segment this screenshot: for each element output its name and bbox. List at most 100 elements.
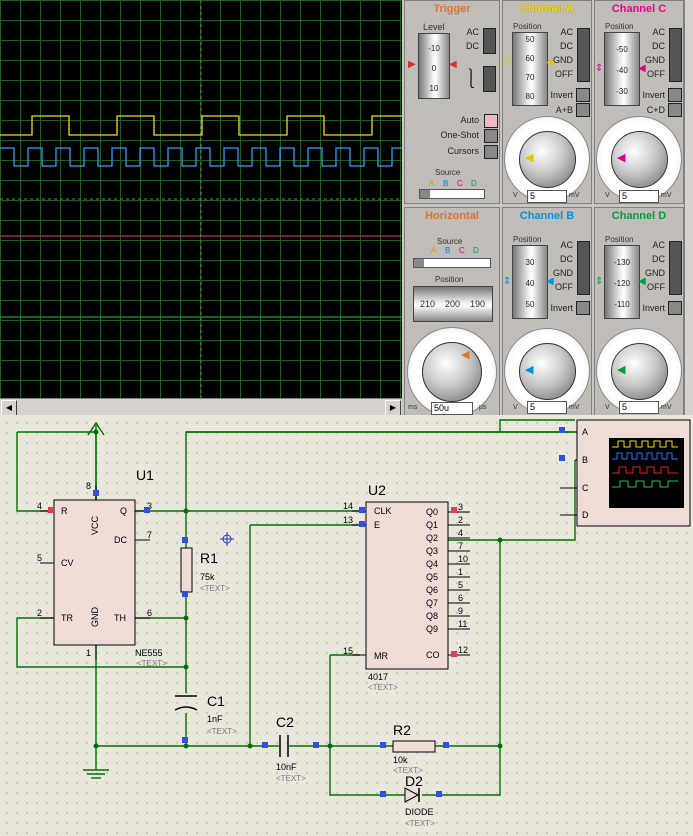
channel-d-invert-button[interactable] — [668, 301, 682, 315]
channel-c-volts-knob[interactable] — [611, 131, 668, 188]
c1-value-label: 1nF — [207, 714, 223, 724]
level-tick: -10 — [428, 44, 440, 53]
channel-c-volts-field[interactable]: 5 — [619, 190, 659, 203]
channel-d-position-label: Position — [605, 235, 634, 244]
u2-pin-num: 9 — [458, 606, 464, 616]
horizontal-scrollbar[interactable]: ◀ ▶ — [0, 398, 402, 416]
trigger-ac-label: AC — [466, 27, 479, 37]
trigger-edge-switch[interactable] — [483, 66, 496, 92]
r1-value-label: 75k — [200, 572, 215, 582]
channel-b-volts-field[interactable]: 5 — [527, 401, 567, 414]
channel-b-dc: DC — [560, 254, 573, 264]
channel-d-coupling-switch[interactable] — [669, 241, 682, 295]
channel-a-invert-label: Invert — [550, 90, 573, 100]
slider-thumb[interactable] — [414, 259, 424, 267]
timebase-knob[interactable] — [422, 342, 482, 402]
one-shot-label: One-Shot — [440, 130, 479, 140]
u1-value-label: NE555 — [135, 648, 163, 658]
u2-pin-q3: Q3 — [426, 546, 439, 556]
channel-a-combo-button[interactable] — [576, 103, 590, 117]
channel-c-invert-label: Invert — [642, 90, 665, 100]
timebase-unit-us: µs — [479, 404, 487, 411]
channel-b-marker-icon: ⇕ — [503, 276, 512, 287]
pin-marker — [262, 742, 268, 748]
scroll-left-arrow-icon[interactable]: ◀ — [1, 400, 17, 416]
channel-c-coupling-switch[interactable] — [669, 28, 682, 82]
level-tick: 10 — [429, 84, 439, 93]
trigger-source-slider[interactable] — [419, 189, 485, 199]
channel-a-ac: AC — [560, 27, 573, 37]
vertical-scrollbar[interactable] — [684, 0, 693, 415]
cursors-button[interactable] — [484, 145, 498, 159]
channel-a-invert-button[interactable] — [576, 88, 590, 102]
channel-b-trace — [0, 147, 406, 167]
timebase-unit-ms: ms — [408, 404, 418, 411]
u1-pin-dc: DC — [114, 535, 127, 545]
schematic-wires — [16, 419, 691, 803]
position-tick: -110 — [614, 300, 630, 309]
horizontal-position-drum[interactable]: 210 200 190 — [413, 286, 493, 322]
u2-pin-num: 2 — [458, 515, 464, 525]
level-label: Level — [423, 22, 445, 32]
slider-thumb[interactable] — [420, 190, 430, 198]
u1-pin-num: 7 — [147, 530, 153, 540]
u1-pin-num: 8 — [86, 481, 92, 491]
u1-pin-num: 3 — [147, 501, 153, 511]
channel-d-unit-mv: mV — [661, 404, 672, 411]
channel-a-volts-knob[interactable] — [519, 131, 576, 188]
d2-value-label: DIODE — [405, 807, 434, 817]
channel-a-trace — [0, 115, 457, 136]
channel-c-combo-button[interactable] — [668, 103, 682, 117]
channel-b-coupling-switch[interactable] — [577, 241, 590, 295]
channel-b-invert-label: Invert — [550, 303, 573, 313]
scope-input-c: C — [582, 483, 589, 493]
channel-c-invert-button[interactable] — [668, 88, 682, 102]
channel-c-position-drum[interactable]: -50 -40 -30 — [604, 32, 640, 106]
scope-input-a: A — [582, 427, 589, 437]
timebase-value-field[interactable]: 50u — [431, 402, 473, 415]
channel-b-invert-button[interactable] — [576, 301, 590, 315]
one-shot-button[interactable] — [484, 129, 498, 143]
channel-a-position-drum[interactable]: 50 60 70 80 — [512, 32, 548, 106]
channel-d-marker-right-icon: ◀ — [638, 276, 646, 287]
channel-b-volts-knob[interactable] — [519, 343, 576, 400]
pin-marker — [380, 742, 386, 748]
channel-a-coupling-switch[interactable] — [577, 28, 590, 82]
position-tick: -30 — [616, 87, 628, 96]
channel-b-unit-mv: mV — [569, 404, 580, 411]
u1-pin-th: TH — [114, 613, 126, 623]
channel-a-unit-mv: mV — [569, 192, 580, 199]
trigger-coupling-switch[interactable] — [483, 28, 496, 54]
level-drum[interactable]: -10 0 10 — [418, 33, 450, 99]
position-tick: 50 — [525, 35, 535, 44]
channel-a-volts-field[interactable]: 5 — [527, 190, 567, 203]
position-tick: 80 — [525, 92, 535, 101]
channel-a-gnd: GND — [553, 55, 573, 65]
edge-symbol-icon: ⎱ — [461, 67, 481, 91]
position-tick: 60 — [525, 54, 535, 63]
u2-pin-clk: CLK — [374, 506, 392, 516]
schematic-canvas[interactable]: U1 R VCC Q DC CV TR GND TH 4 8 3 7 5 2 6… — [0, 415, 693, 836]
channel-a-dc: DC — [560, 41, 573, 51]
u2-text-placeholder: <TEXT> — [368, 683, 398, 692]
channel-b-position-drum[interactable]: 30 40 50 — [512, 245, 548, 319]
pin-marker — [451, 651, 457, 657]
u2-pin-q4: Q4 — [426, 559, 439, 569]
channel-c-unit-v: V — [605, 192, 610, 199]
c2-value-label: 10nF — [276, 762, 297, 772]
u2-pin-q1: Q1 — [426, 520, 439, 530]
channel-d-volts-knob[interactable] — [611, 343, 668, 400]
auto-button[interactable] — [484, 114, 498, 128]
channel-d-volts-field[interactable]: 5 — [619, 401, 659, 414]
scroll-right-arrow-icon[interactable]: ▶ — [385, 400, 401, 416]
horizontal-source-slider[interactable] — [413, 258, 491, 268]
channel-d-position-drum[interactable]: -130 -120 -110 — [604, 245, 640, 319]
channel-d-title: Channel D — [611, 210, 667, 222]
channel-a-position-label: Position — [513, 22, 542, 31]
d2-text-placeholder: <TEXT> — [405, 819, 435, 828]
r2-value-label: 10k — [393, 755, 408, 765]
channel-c-ac: AC — [652, 27, 665, 37]
horizontal-position-label: Position — [435, 275, 464, 284]
position-tick: 190 — [470, 299, 486, 309]
u2-pin-q6: Q6 — [426, 585, 439, 595]
